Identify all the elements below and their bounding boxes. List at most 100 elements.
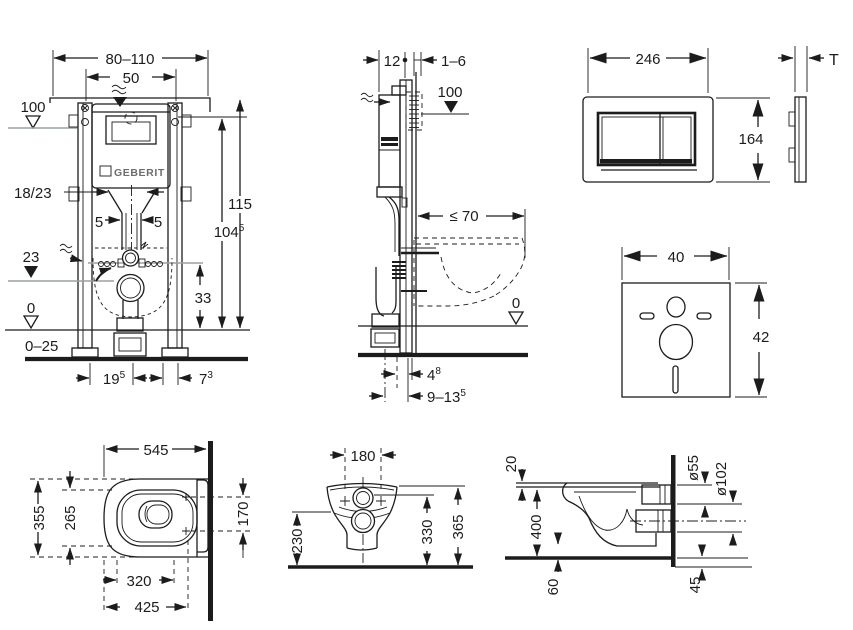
dim-label-le-70: ≤ 70 bbox=[449, 208, 478, 225]
dim-wc-hole-distance: 425 bbox=[103, 540, 189, 616]
wc-rear-outline bbox=[326, 482, 398, 551]
dim-label-365: 365 bbox=[450, 514, 467, 539]
wc-bowl-top bbox=[103, 478, 209, 558]
dim-label-400: 400 bbox=[528, 514, 545, 539]
flush-bend bbox=[107, 185, 157, 256]
flush-plate-side bbox=[788, 96, 807, 183]
floor-side: 0 bbox=[358, 295, 528, 358]
dim-label-40: 40 bbox=[668, 249, 685, 266]
dim-label-7-3: 73 bbox=[199, 370, 213, 388]
dim-max-offset: ≤ 70 bbox=[417, 208, 526, 258]
dim-label-o102: ø102 bbox=[713, 462, 730, 496]
level-label-0-side: 0 bbox=[512, 295, 520, 312]
frame-side-view: 12 1–6 100 ≤ 70 bbox=[358, 50, 528, 406]
level-mark-100-side: 100 bbox=[421, 84, 469, 115]
dim-wall-finish: 1–6 bbox=[413, 52, 466, 76]
drain-elbow-side bbox=[370, 267, 400, 348]
dim-label-4-8: 48 bbox=[427, 366, 441, 384]
dim-plate-width: 246 bbox=[587, 48, 709, 93]
ceramic-pan-side-outline bbox=[401, 237, 526, 307]
level-mark-100: 100 bbox=[8, 99, 77, 130]
dim-label-230: 230 bbox=[289, 528, 306, 553]
dim-rear-height: 365 bbox=[399, 485, 467, 566]
dim-offsets-5: 5 5 bbox=[95, 214, 162, 231]
dim-rim-underside: 230 bbox=[289, 511, 331, 566]
water-supply-icon bbox=[111, 84, 127, 107]
dim-wc-inner-length: 320 bbox=[103, 560, 175, 590]
dim-label-425: 425 bbox=[134, 599, 159, 616]
dim-mat-height: 42 bbox=[735, 282, 770, 398]
level-label-0: 0 bbox=[27, 300, 35, 317]
open-triangle-icon bbox=[24, 115, 42, 130]
logo-box-icon bbox=[99, 165, 112, 177]
dim-seat-thickness: 20 bbox=[503, 456, 526, 501]
dim-wc-width: 355 bbox=[30, 478, 138, 558]
open-triangle-icon bbox=[22, 315, 40, 330]
dim-label-floor-buildup: 0–25 bbox=[25, 338, 58, 355]
dim-label-265: 265 bbox=[62, 505, 79, 530]
dim-label-12: 12 bbox=[384, 53, 401, 70]
dim-label-355: 355 bbox=[31, 505, 48, 530]
open-triangle-icon bbox=[507, 311, 525, 326]
flush-flow-arrow-icon bbox=[95, 267, 112, 282]
dim-pipe-offsets: 48 9–135 bbox=[369, 349, 466, 406]
dim-label-320: 320 bbox=[126, 573, 151, 590]
dim-label-o55: ø55 bbox=[685, 455, 702, 481]
flush-symbol-icon bbox=[140, 241, 149, 249]
flush-plate-front bbox=[582, 96, 714, 183]
brand-logo: GEBERIT bbox=[114, 167, 165, 179]
level-label-100: 100 bbox=[20, 99, 45, 116]
dim-label-42: 42 bbox=[753, 329, 770, 346]
flush-plate-mount bbox=[405, 91, 423, 131]
dim-height-top: 1045 bbox=[214, 118, 245, 329]
dim-rear-hole-spacing: 180 bbox=[330, 448, 396, 493]
dim-label-164: 164 bbox=[738, 131, 763, 148]
dim-mat-width: 40 bbox=[621, 247, 730, 280]
right-extension-lines bbox=[675, 484, 752, 568]
dim-label-5-right: 5 bbox=[154, 214, 162, 231]
level-label-100-side: 100 bbox=[437, 84, 462, 101]
dim-clearance-60: 60 bbox=[545, 532, 562, 596]
dim-inlet: 18/23 bbox=[14, 185, 164, 202]
dim-label-20: 20 bbox=[503, 456, 520, 473]
wall-section bbox=[671, 455, 676, 567]
level-label-23: 23 bbox=[23, 249, 40, 266]
dim-plate-thickness: T bbox=[778, 46, 839, 92]
dim-label-9-13-5: 9–135 bbox=[427, 388, 466, 406]
dim-label-60: 60 bbox=[545, 579, 562, 596]
dim-label-5-left: 5 bbox=[95, 214, 103, 231]
water-supply-side bbox=[360, 92, 391, 106]
dim-label-104-5: 1045 bbox=[214, 223, 245, 241]
dim-label-45: 45 bbox=[687, 577, 704, 594]
dim-label-rail-spacing: 50 bbox=[123, 70, 140, 87]
dim-depth-12: 12 bbox=[363, 50, 408, 92]
dim-outlet-height: 33 bbox=[195, 264, 211, 329]
dim-label-width-range: 80–110 bbox=[106, 51, 155, 68]
dim-depth-400: 400 bbox=[528, 489, 545, 557]
fixing-hole-marks bbox=[340, 496, 386, 506]
fixing-hole-marks bbox=[182, 493, 190, 535]
dim-label-1-6: 1–6 bbox=[441, 53, 466, 70]
wc-side-profile bbox=[516, 482, 746, 547]
dim-wc-inner-width: 265 bbox=[62, 471, 116, 565]
dim-flush-dia: ø55 bbox=[685, 455, 709, 518]
dim-rail-spacing: 50 bbox=[85, 69, 177, 101]
connection-fittings bbox=[88, 258, 203, 268]
dim-bottom-offsets: 195 73 bbox=[76, 363, 213, 388]
wall-top-edge bbox=[49, 97, 247, 118]
dim-label-545: 545 bbox=[143, 442, 168, 459]
wc-rear-openings bbox=[340, 487, 386, 534]
frame-front-view: 80–110 50 100 bbox=[5, 50, 252, 388]
cistern-side bbox=[376, 85, 408, 279]
dim-label-T: T bbox=[829, 52, 839, 69]
concealed-cistern: GEBERIT bbox=[91, 103, 171, 189]
dim-wc-length: 545 bbox=[103, 442, 207, 477]
dim-label-115: 115 bbox=[228, 196, 252, 213]
dim-label-inlet: 18/23 bbox=[14, 185, 52, 202]
dim-label-246: 246 bbox=[635, 51, 660, 68]
dim-label-170: 170 bbox=[235, 501, 252, 526]
dim-wall-gap-45: 45 bbox=[687, 544, 706, 594]
dim-outlet-dia: ø102 bbox=[713, 462, 737, 546]
